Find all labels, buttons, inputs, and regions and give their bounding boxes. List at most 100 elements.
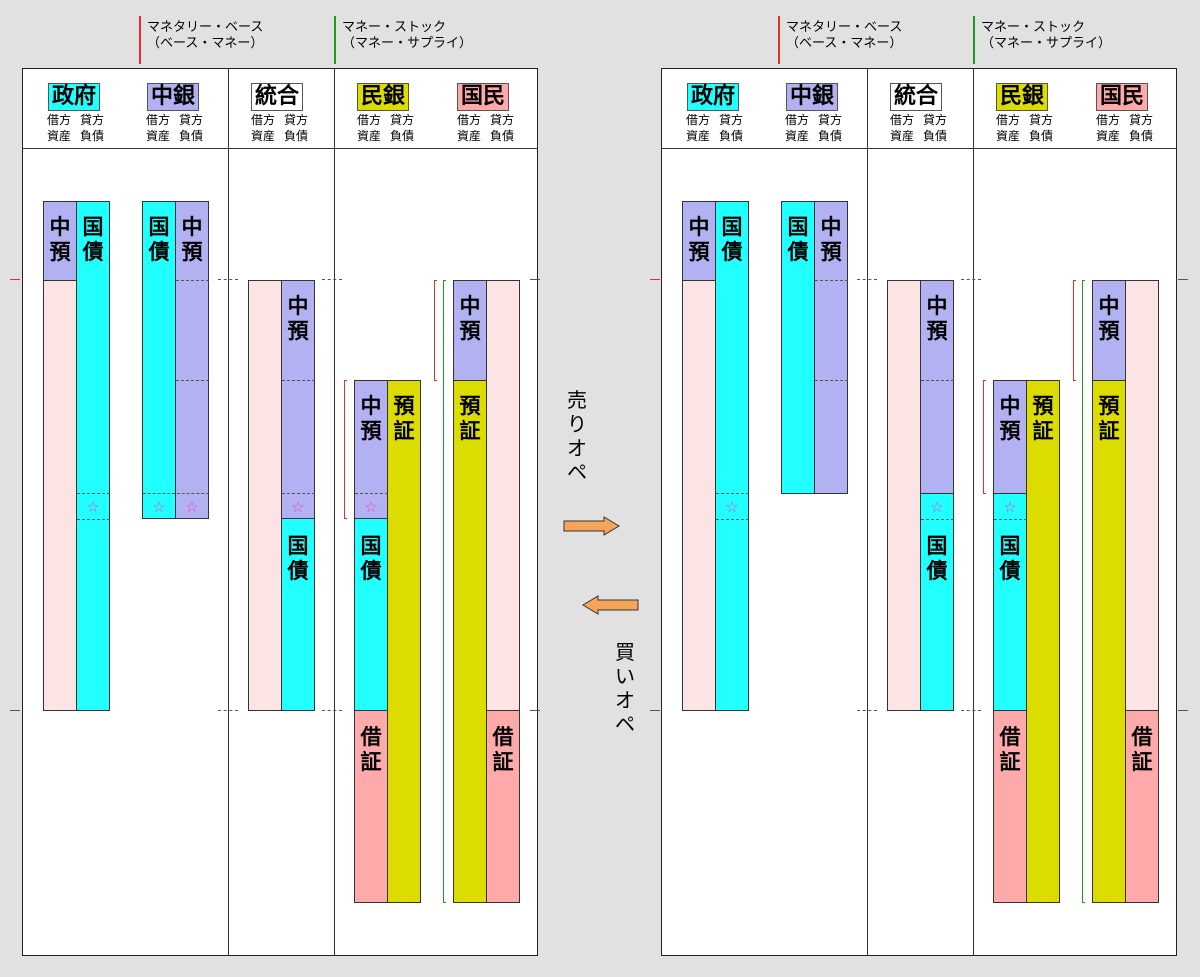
legend-money-stock-sub-right: （マネー・サプライ） [981,36,1112,51]
cb-cb-deposit-bar [814,201,848,494]
pub-cb-deposit-label: 中預 [1098,294,1120,343]
entity-government: 政府 [687,83,740,111]
pub-loan-cert-label: 借証 [492,725,514,774]
gov-bonds-bar [715,201,749,711]
sub-credit: 貸方 [79,113,104,127]
bank-cb-deposit-label: 中預 [999,394,1021,443]
legend-monetary-base-sub: （ベース・マネー） [147,36,264,51]
sub-debit: 資産 [456,129,481,143]
sub-credit: 貸方 [283,113,308,127]
balance-panel-left: 政府 中銀 統合 民銀 国民 借方 資産 貸方 負債 借方 資産 貸方 負債 借… [22,68,538,956]
pub-cb-deposit-bar [453,280,487,381]
sub-credit: 貸方 [1028,113,1053,127]
sub-credit: 負債 [389,129,414,143]
sell-operation-label: 売りオペ [567,388,587,484]
sub-credit: 貸方 [922,113,947,127]
cons-cb-deposit-label: 中預 [926,294,948,343]
sub-debit: 借方 [784,113,809,127]
legend-monetary-base [139,16,141,64]
cb-bonds-label: 国債 [148,215,170,264]
sub-debit: 借方 [46,113,71,127]
legend-monetary-base-label-right: マネタリー・ベース [786,20,903,35]
legend-monetary-base-sub-right: （ベース・マネー） [786,36,903,51]
star-icon: ☆ [725,498,739,516]
pub-credit-empty [1125,280,1159,711]
monetary-base-bracket [344,380,347,519]
sub-debit: 資産 [145,129,170,143]
money-stock-bracket [1082,280,1085,903]
sub-credit: 貸方 [489,113,514,127]
bank-loan-cert-bar [354,710,388,903]
bank-deposit-cert-label: 預証 [393,394,415,443]
pub-loan-cert-bar [1125,710,1159,903]
gov-bonds-bar [76,201,110,711]
money-stock-bracket [443,280,446,903]
cb-bonds-bar [142,201,176,519]
entity-consolidated: 統合 [251,83,304,111]
sub-credit: 負債 [1028,129,1053,143]
sub-debit: 資産 [889,129,914,143]
bank-deposit-cert-bar [1026,380,1060,903]
star-icon: ☆ [86,498,100,516]
star-icon: ☆ [291,498,305,516]
pub-credit-empty [486,280,520,711]
entity-public: 国民 [1096,83,1149,111]
bank-bonds-bar [354,518,388,711]
gov-debit-empty [43,280,77,711]
pub-deposit-cert-bar [453,380,487,903]
bank-cb-deposit-label: 中預 [360,394,382,443]
pub-loan-cert-bar [486,710,520,903]
balance-panel-right: 政府 中銀 統合 民銀 国民 借方 資産 貸方 負債 借方 資産 貸方 負債 借… [661,68,1177,956]
cons-bonds-label: 国債 [287,534,309,583]
bank-loan-cert-label: 借証 [999,725,1021,774]
star-icon: ☆ [930,498,944,516]
sub-debit: 資産 [46,129,71,143]
arrow-left-icon [582,595,639,615]
sub-debit: 借方 [995,113,1020,127]
cons-debit-empty [248,280,282,711]
entity-consolidated: 統合 [890,83,943,111]
entity-private-bank: 民銀 [996,83,1049,111]
bank-bonds-label: 国債 [999,534,1021,583]
gov-bonds-label: 国債 [721,215,743,264]
star-icon: ☆ [152,498,166,516]
sub-debit: 資産 [250,129,275,143]
cons-bonds-bar [281,518,315,711]
bank-deposit-cert-label: 預証 [1032,394,1054,443]
cons-cb-deposit-label: 中預 [287,294,309,343]
sub-debit: 借方 [356,113,381,127]
bank-loan-cert-bar [993,710,1027,903]
sub-debit: 借方 [250,113,275,127]
gov-bonds-label: 国債 [82,215,104,264]
cb-cb-deposit-label: 中預 [181,215,203,264]
star-icon: ☆ [1003,498,1017,516]
cons-bonds-label: 国債 [926,534,948,583]
sub-debit: 資産 [685,129,710,143]
star-icon: ☆ [364,498,378,516]
star-icon: ☆ [185,498,199,516]
legend-money-stock-label-right: マネー・ストック [981,20,1086,35]
pub-deposit-cert-bar [1092,380,1126,903]
pub-deposit-cert-label: 預証 [459,394,481,443]
pub-cb-deposit-bar [1092,280,1126,381]
bank-bonds-bar [993,493,1027,711]
sub-debit: 借方 [145,113,170,127]
entity-private-bank: 民銀 [357,83,410,111]
legend-money-stock-label: マネー・ストック [342,20,447,35]
monetary-base-bracket [983,380,986,494]
cons-cb-deposit-bar [281,280,315,519]
cb-bonds-bar [781,201,815,494]
pub-cb-deposit-label: 中預 [459,294,481,343]
sub-credit: 負債 [489,129,514,143]
legend-monetary-base-label: マネタリー・ベース [147,20,264,35]
entity-public: 国民 [457,83,510,111]
bank-deposit-cert-bar [387,380,421,903]
sub-credit: 負債 [283,129,308,143]
gov-debit-empty [682,280,716,711]
sub-credit: 負債 [178,129,203,143]
cons-debit-empty [887,280,921,711]
buy-operation-label: 買いオペ [615,640,635,736]
sub-credit: 負債 [817,129,842,143]
sub-debit: 借方 [889,113,914,127]
arrow-right-icon [563,516,620,536]
